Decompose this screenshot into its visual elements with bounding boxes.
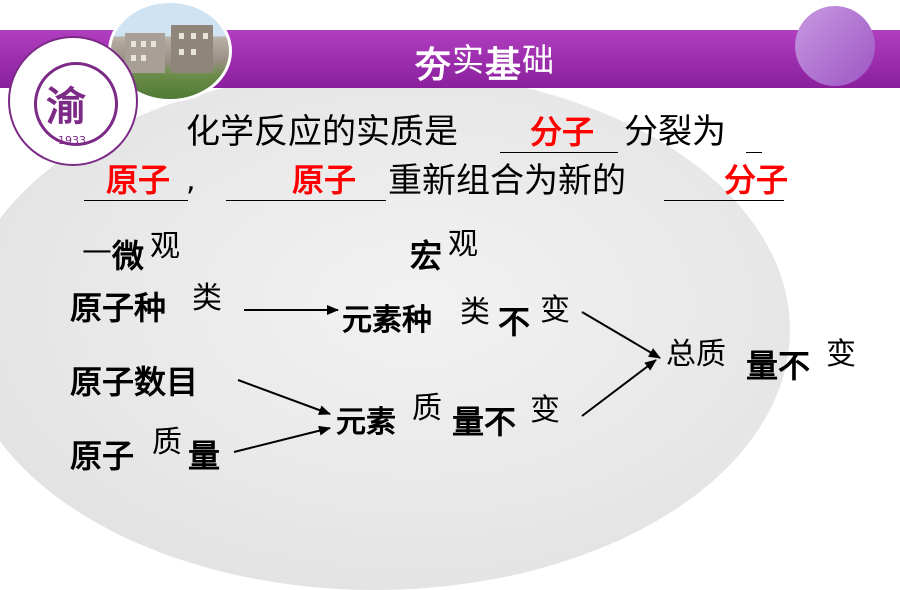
- micro-dash: —: [82, 233, 112, 268]
- micro-item-2: 原子数目: [70, 363, 199, 401]
- micro-item-1-part1: 原子种: [70, 289, 167, 327]
- background-shape: [0, 70, 790, 590]
- title-char-3: 基: [485, 45, 523, 86]
- blank-1-answer: 分子: [530, 113, 595, 151]
- statement-line1-prefix: 化学反应的实质是: [186, 112, 458, 152]
- title-char-4: 础: [522, 41, 556, 79]
- statement-line2-middle: 重新组合为新的: [388, 161, 626, 201]
- macro-heading-part1: 宏: [410, 237, 443, 275]
- title-char-2: 实: [452, 41, 486, 79]
- micro-item-3-part1: 原子: [70, 437, 135, 475]
- macro-heading-part2: 观: [448, 227, 478, 262]
- blank-2-underline: [84, 200, 188, 201]
- macro-item-1-part3: 不: [498, 303, 531, 341]
- statement-line1-middle: 分裂为: [624, 112, 726, 152]
- comma: ,: [186, 163, 196, 198]
- page-title: 夯实基础: [415, 36, 555, 88]
- arrow-mass-to-element-mass: [233, 425, 331, 453]
- arrow-element-to-total: [581, 311, 661, 359]
- arrow-element-mass-to-total: [581, 359, 657, 417]
- macro-item-1-part2: 类: [460, 295, 490, 330]
- title-char-1: 夯: [415, 45, 453, 86]
- micro-item-3-part3: 量: [188, 437, 221, 475]
- macro-item-2-part1: 元素: [336, 405, 396, 440]
- blank-2-underline-start: [746, 152, 762, 153]
- blank-4-answer: 分子: [724, 161, 789, 199]
- blank-1-underline: [500, 152, 618, 153]
- macro-item-1-part1: 元素种: [342, 303, 432, 338]
- total-part1: 总质: [666, 337, 726, 372]
- flow-arrows: [233, 305, 661, 453]
- micro-item-3-part2: 质: [152, 425, 182, 460]
- logo-year: 1933: [58, 134, 86, 147]
- blank-4-underline: [664, 200, 784, 201]
- total-part2: 量不: [746, 347, 811, 385]
- macro-item-1-part4: 变: [540, 293, 570, 328]
- micro-heading-part2: 观: [150, 229, 180, 264]
- micro-heading-part1: 微: [112, 237, 145, 275]
- macro-item-2-part2: 质: [412, 391, 442, 426]
- total-part3: 变: [826, 337, 856, 372]
- macro-item-2-part3: 量不: [452, 403, 517, 441]
- macro-item-2-part4: 变: [530, 393, 560, 428]
- micro-item-1-part2: 类: [192, 281, 222, 316]
- blank-2-answer: 原子: [106, 161, 171, 199]
- arrow-number-to-element-mass: [237, 379, 331, 415]
- blank-3-answer: 原子: [292, 161, 357, 199]
- blank-3-underline: [226, 200, 386, 201]
- school-logo: 渝 1933: [8, 36, 138, 166]
- decorative-circle: [795, 6, 875, 86]
- logo-glyph: 渝: [46, 83, 86, 130]
